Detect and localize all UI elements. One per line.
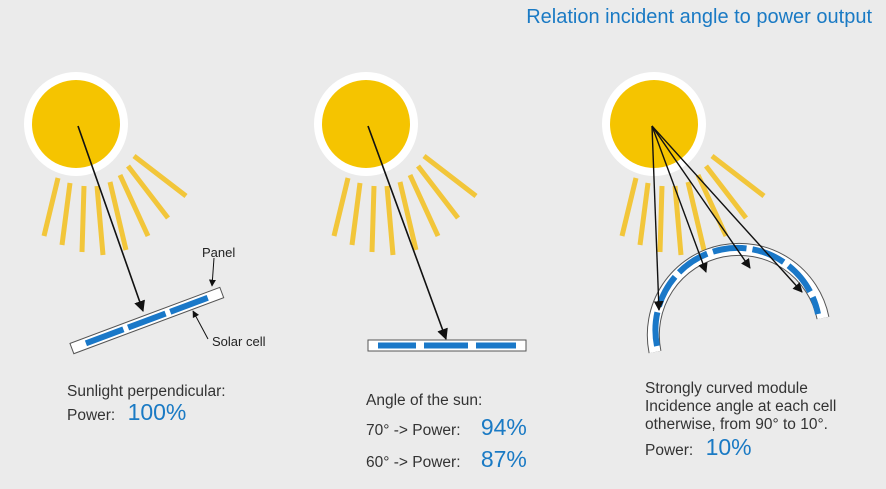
solar-cell bbox=[424, 342, 468, 349]
solar-cell bbox=[84, 326, 125, 347]
power-row: Power: 10% bbox=[645, 436, 836, 460]
power-label: Power: bbox=[67, 407, 116, 424]
panel-label: Panel bbox=[202, 245, 236, 260]
power-label: Power: bbox=[645, 442, 694, 459]
curved-module bbox=[646, 242, 830, 354]
power-row-70: 70° -> Power: 94% bbox=[366, 414, 527, 441]
solar-cell bbox=[378, 342, 416, 349]
power-value: 87% bbox=[480, 446, 527, 472]
caption-2-line: Angle of the sun: bbox=[366, 392, 483, 409]
caption-3-line: Strongly curved module bbox=[645, 380, 808, 397]
sun-2 bbox=[314, 72, 478, 341]
diagram-title: Relation incident angle to power output bbox=[526, 6, 872, 28]
panel-2 bbox=[367, 339, 527, 352]
power-row: Power: 100% bbox=[67, 399, 226, 426]
solar-cell bbox=[169, 294, 209, 315]
power-row-60: 60° -> Power: 87% bbox=[366, 446, 527, 473]
sun-3 bbox=[602, 72, 766, 256]
power-value: 94% bbox=[480, 414, 527, 440]
solar-cell bbox=[476, 342, 516, 349]
caption-3-line: otherwise, from 90° to 10°. bbox=[645, 416, 828, 433]
caption-2: Angle of the sun: 70° -> Power: 94% 60° … bbox=[366, 391, 527, 473]
power-row-label: 70° -> Power: bbox=[366, 422, 461, 439]
caption-3: Strongly curved module Incidence angle a… bbox=[645, 380, 836, 460]
solar-cell bbox=[127, 310, 167, 331]
power-value: 100% bbox=[127, 399, 187, 425]
caption-1: Sunlight perpendicular: Power: 100% bbox=[67, 382, 226, 426]
caption-3-line: Incidence angle at each cell bbox=[645, 398, 837, 415]
sun-1 bbox=[24, 72, 188, 313]
caption-1-line: Sunlight perpendicular: bbox=[67, 383, 226, 400]
panel-1 bbox=[69, 286, 225, 355]
power-row-label: 60° -> Power: bbox=[366, 454, 461, 471]
power-value: 10% bbox=[705, 434, 752, 460]
solar-cell-label: Solar cell bbox=[212, 334, 266, 349]
